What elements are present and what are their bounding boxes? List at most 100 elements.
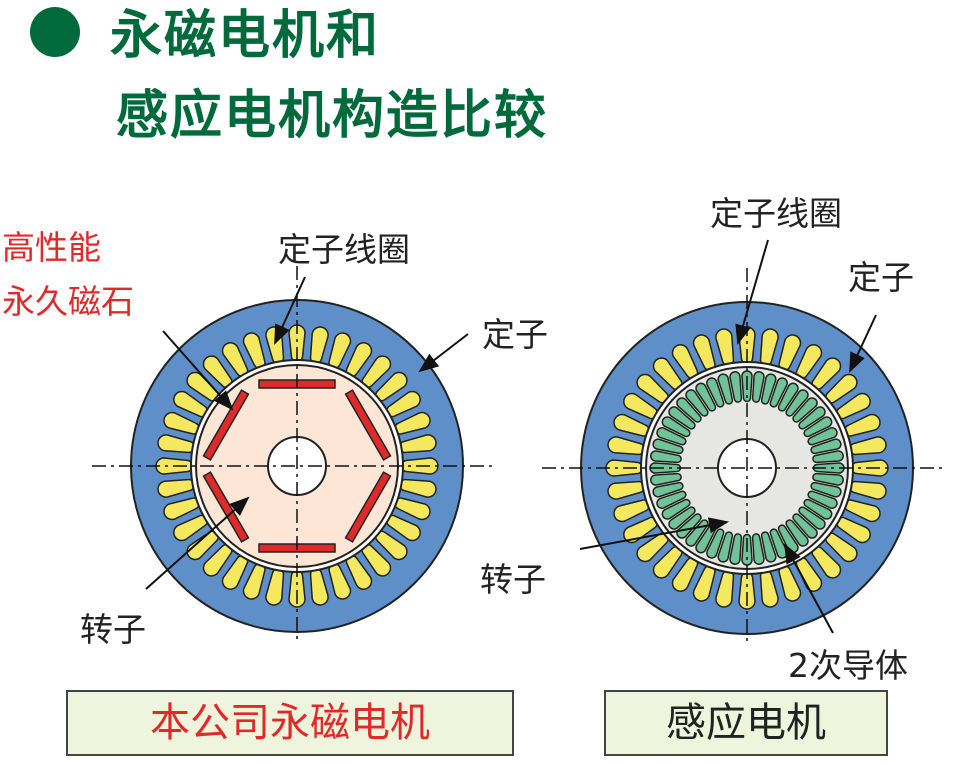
rotor-bar-shape <box>650 472 682 486</box>
rotor-bar-shape <box>695 382 717 412</box>
rotor-bar <box>652 438 684 455</box>
rotor-bar-shape <box>729 533 743 565</box>
pm-motor-caption: 本公司永磁电机 <box>66 690 514 756</box>
im-conductor-label: 2次导体 <box>788 646 908 685</box>
permanent-magnet <box>344 471 392 543</box>
magnet-arrow <box>162 330 234 411</box>
rotor-bar-shape <box>652 438 684 455</box>
rotor-bar <box>792 513 818 539</box>
pm-stator-coil-label: 定子线圈 <box>278 230 410 269</box>
rotor-bar-shape <box>676 397 702 423</box>
rotor-bar-shape <box>668 406 696 430</box>
rotor-bar-shape <box>810 481 842 498</box>
pm-stator-arrow <box>418 333 469 373</box>
rotor-bar <box>656 427 687 446</box>
im-rotor-arrow <box>579 517 729 550</box>
rotor-bar <box>717 531 734 563</box>
rotor-bar-shape <box>729 371 743 403</box>
rotor-bar-shape <box>656 490 687 509</box>
rotor-bar <box>706 377 725 408</box>
rotor-bar-shape <box>652 481 684 498</box>
rotor-bar-shape <box>649 462 682 474</box>
im-stator-label: 定子 <box>848 258 914 297</box>
im-motor-caption: 感应电机 <box>604 690 888 756</box>
im-stator-coil-label: 定子线圈 <box>710 194 842 233</box>
rotor-bar <box>798 406 826 430</box>
pm-rotor-arrow <box>145 496 250 590</box>
rotor-bar-shape <box>751 371 765 403</box>
pm-stator-coil-arrow <box>274 276 306 345</box>
rotor-bar <box>649 462 682 474</box>
rotor-bar-shape <box>792 513 818 539</box>
rotor-bar <box>729 533 743 565</box>
rotor-bar <box>777 382 799 412</box>
rotor-bar-shape <box>656 427 687 446</box>
rotor-bar-shape <box>650 450 682 464</box>
rotor-bar <box>717 373 734 405</box>
rotor-bar-shape <box>798 406 826 430</box>
rotor-bar-shape <box>661 416 691 438</box>
rotor-bar <box>812 462 845 474</box>
rotor-bar <box>807 427 838 446</box>
rotor-bar <box>760 531 777 563</box>
title-text-1: 永磁电机和 <box>110 6 381 66</box>
rotor-bar-shape <box>803 416 833 438</box>
rotor-bar-shape <box>717 531 734 563</box>
rotor-bar <box>803 416 833 438</box>
rotor-bar <box>668 506 696 530</box>
permanent-magnet <box>344 389 392 461</box>
rotor-bar <box>760 373 777 405</box>
rotor-bar-shape <box>812 450 844 464</box>
rotor-bar <box>652 481 684 498</box>
rotor-bar-shape <box>685 389 709 417</box>
rotor-bar-shape <box>803 498 833 520</box>
im-stator-coil-arrow <box>735 239 769 345</box>
rotor-bar-shape <box>769 377 788 408</box>
rotor-bar-shape <box>792 397 818 423</box>
rotor-bar <box>729 371 743 403</box>
rotor-bar-shape <box>668 506 696 530</box>
rotor-bar <box>812 472 844 486</box>
rotor-bar <box>810 481 842 498</box>
rotor-bar <box>810 438 842 455</box>
rotor-bar-shape <box>812 462 845 474</box>
rotor-bar <box>792 397 818 423</box>
rotor-bar-shape <box>807 427 838 446</box>
rotor-bar-shape <box>760 373 777 405</box>
im-conductor-arrow <box>784 543 834 634</box>
rotor-bar <box>769 377 788 408</box>
rotor-bar-shape <box>706 377 725 408</box>
rotor-bar <box>685 389 709 417</box>
rotor-bar-shape <box>807 490 838 509</box>
magnet-label-1: 高性能 <box>2 228 101 267</box>
rotor-bar-shape <box>810 438 842 455</box>
rotor-bar <box>661 498 691 520</box>
rotor-bar <box>807 490 838 509</box>
title-line-2: 感应电机构造比较 <box>116 86 549 146</box>
magnet-label-2: 永久磁石 <box>2 282 134 321</box>
im-rotor-label: 转子 <box>480 560 546 599</box>
title-line-1: 永磁电机和 <box>30 6 380 66</box>
rotor-bar <box>785 389 809 417</box>
bullet-icon <box>30 7 80 57</box>
rotor-bar <box>751 371 765 403</box>
rotor-bar <box>812 450 844 464</box>
rotor-bar-shape <box>798 506 826 530</box>
rotor-bar-shape <box>676 513 702 539</box>
rotor-bar-shape <box>751 533 765 565</box>
permanent-magnet <box>202 389 250 461</box>
pm-rotor-label: 转子 <box>80 610 146 649</box>
rotor-bar <box>656 490 687 509</box>
rotor-bar-shape <box>785 389 809 417</box>
pm-stator-label: 定子 <box>482 315 548 354</box>
rotor-bar-shape <box>661 498 691 520</box>
rotor-bar <box>798 506 826 530</box>
im-stator-arrow <box>849 314 877 373</box>
rotor-bar <box>803 498 833 520</box>
rotor-bar <box>676 513 702 539</box>
rotor-bar <box>650 472 682 486</box>
rotor-bar <box>668 406 696 430</box>
rotor-bar <box>751 533 765 565</box>
rotor-bar <box>676 397 702 423</box>
